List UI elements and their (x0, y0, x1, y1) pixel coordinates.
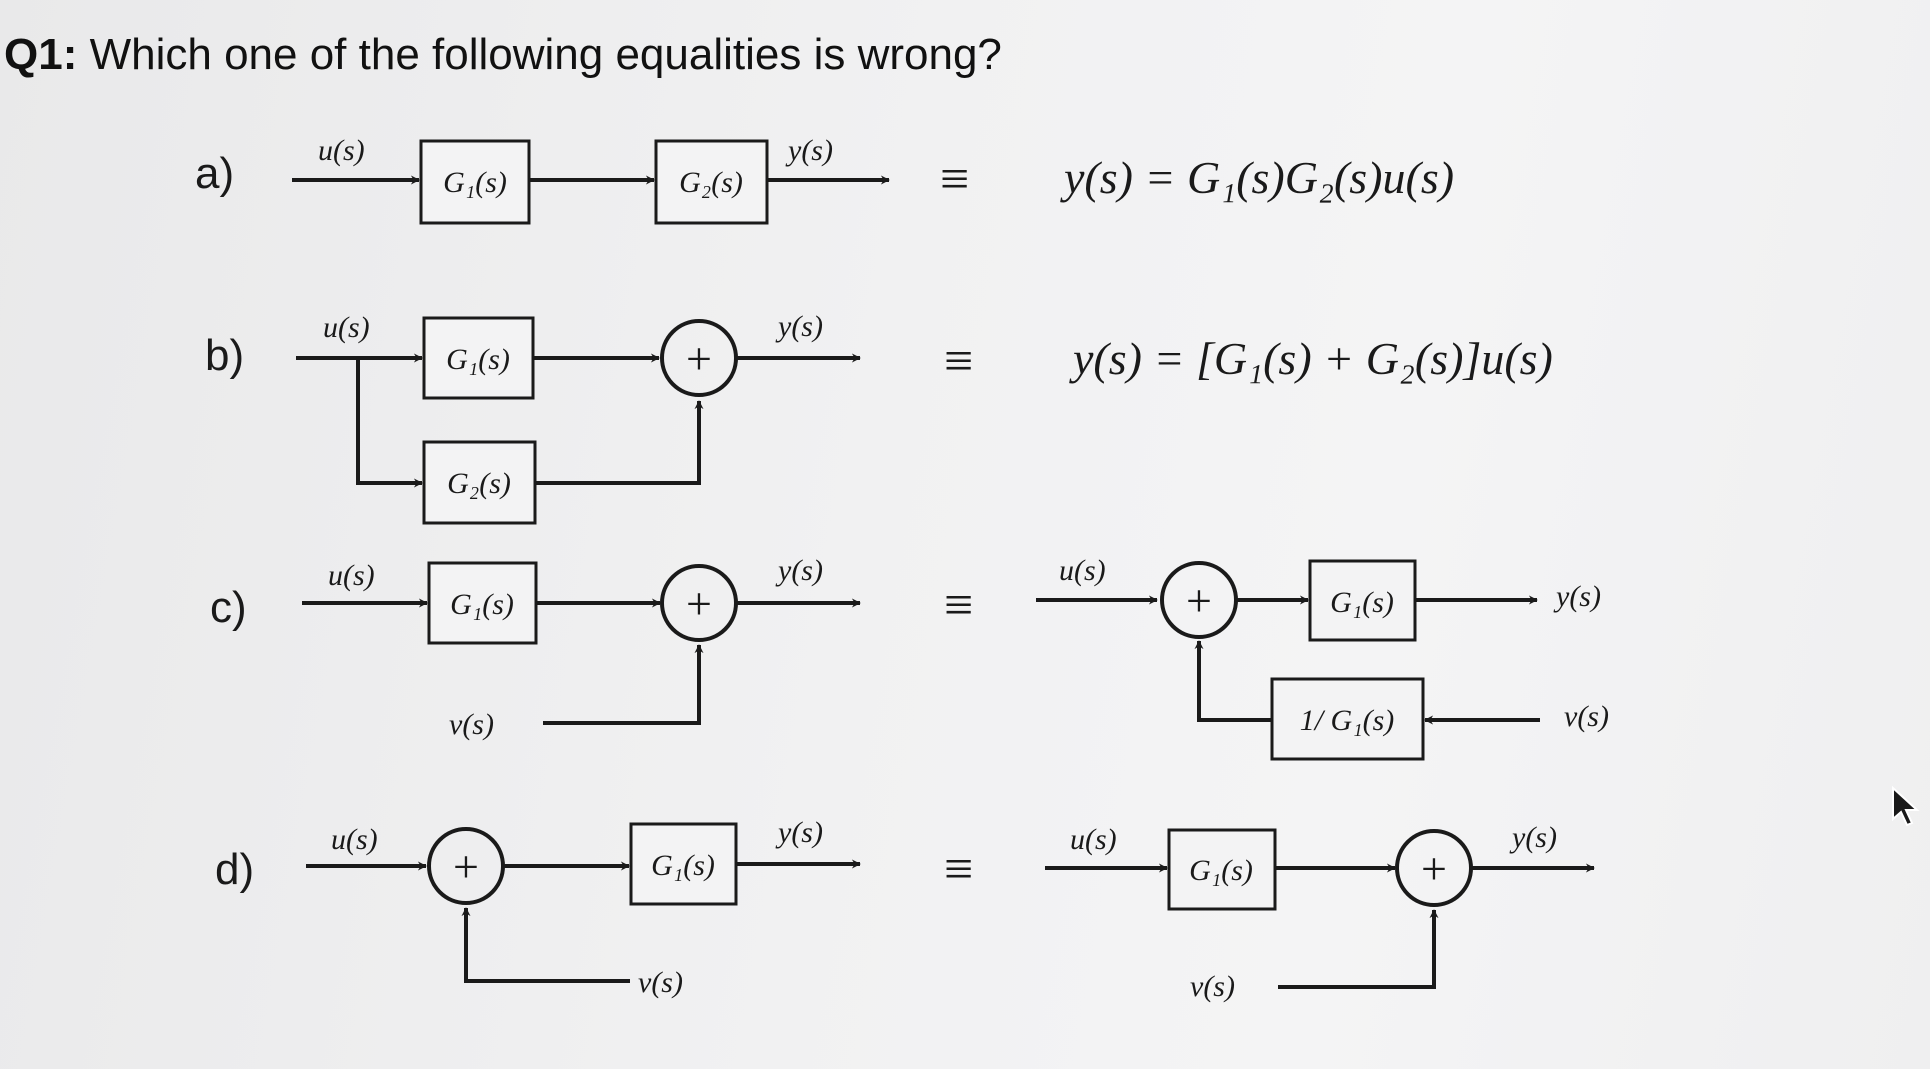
option-a[interactable]: a) u(s) G₁(s) G₂(s) y(s) ≡ y(s) = G₁(s)G… (195, 134, 1454, 225)
signal-arrow (535, 400, 704, 485)
block-g1 (419, 139, 531, 225)
option-b[interactable]: b) u(s) G₁(s) G₂(s) + y(s) ≡ y(s) = [G₁(… (205, 310, 1553, 525)
block-g1 (1308, 559, 1417, 642)
sum-symbol: + (686, 333, 712, 384)
signal-label-v: v(s) (449, 708, 494, 741)
block-label: G₁(s) (651, 849, 715, 882)
option-c[interactable]: c) u(s) G₁(s) + v(s) y(s) ≡ u(s) + G₁(s)… (210, 554, 1609, 761)
signal-arrow (543, 644, 704, 725)
block-label: G₁(s) (446, 343, 510, 376)
option-label: a) (195, 149, 234, 198)
sum-symbol: + (1186, 575, 1212, 626)
signal-label-v: v(s) (1564, 700, 1609, 733)
signal-label-y: y(s) (775, 554, 823, 587)
sum-symbol: + (1421, 843, 1447, 894)
equivalence-symbol: ≡ (944, 333, 973, 390)
signal-arrow (461, 907, 630, 983)
block-label: G₂(s) (679, 166, 743, 199)
block-label: 1/ G₁(s) (1300, 704, 1395, 737)
signal-label-y: y(s) (785, 134, 833, 167)
signal-label-u: u(s) (1059, 554, 1106, 587)
signal-label-v: v(s) (638, 966, 683, 999)
block-g1 (1167, 828, 1277, 911)
option-d[interactable]: d) u(s) + G₁(s) y(s) v(s) ≡ u(s) G₁(s) +… (215, 816, 1595, 1003)
signal-label-u: u(s) (318, 134, 365, 167)
equivalence-symbol: ≡ (944, 841, 973, 898)
equivalence-symbol: ≡ (944, 577, 973, 634)
block-label: G₂(s) (447, 467, 511, 500)
block-g1 (427, 561, 538, 645)
signal-label-v: v(s) (1190, 970, 1235, 1003)
signal-label-y: y(s) (1553, 580, 1601, 613)
mouse-cursor-icon (1892, 785, 1920, 827)
option-label: c) (210, 583, 247, 632)
block-label: G₁(s) (450, 588, 514, 621)
signal-label-y: y(s) (1509, 821, 1557, 854)
block-label: G₁(s) (443, 166, 507, 199)
block-label: G₁(s) (1189, 854, 1253, 887)
question-title: Q1: Which one of the following equalitie… (4, 30, 1002, 80)
block-label: G₁(s) (1330, 586, 1394, 619)
option-label: d) (215, 845, 254, 894)
signal-label-y: y(s) (775, 310, 823, 343)
signal-label-u: u(s) (328, 559, 375, 592)
branch-line (356, 358, 423, 488)
equivalence-symbol: ≡ (940, 151, 969, 208)
signal-label-u: u(s) (331, 823, 378, 856)
sum-symbol: + (453, 841, 479, 892)
sum-symbol: + (686, 578, 712, 629)
question-number: Q1: (4, 30, 78, 79)
signal-label-u: u(s) (323, 311, 370, 344)
question-text: Which one of the following equalities is… (89, 30, 1002, 79)
block-g2 (654, 139, 769, 225)
block-g2 (422, 440, 537, 525)
signal-arrow (1194, 640, 1272, 722)
equation: y(s) = [G₁(s) + G₂(s)]u(s) (1069, 333, 1553, 384)
signal-label-y: y(s) (775, 816, 823, 849)
signal-label-u: u(s) (1070, 823, 1117, 856)
block-g1 (422, 316, 535, 400)
option-label: b) (205, 331, 244, 380)
equation: y(s) = G₁(s)G₂(s)u(s) (1060, 152, 1454, 203)
signal-arrow (1278, 909, 1439, 989)
